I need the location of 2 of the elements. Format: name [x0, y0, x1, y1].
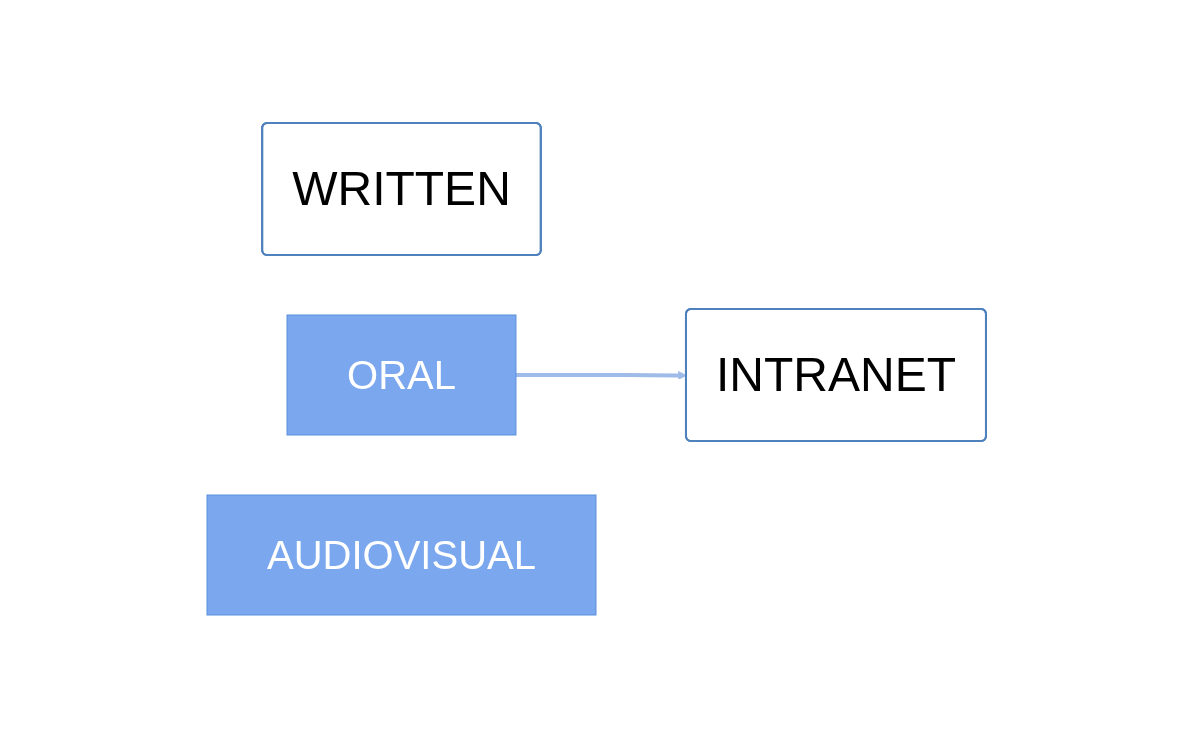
node-box: ORAL [286, 314, 516, 436]
node-box: AUDIOVISUAL [206, 494, 596, 616]
